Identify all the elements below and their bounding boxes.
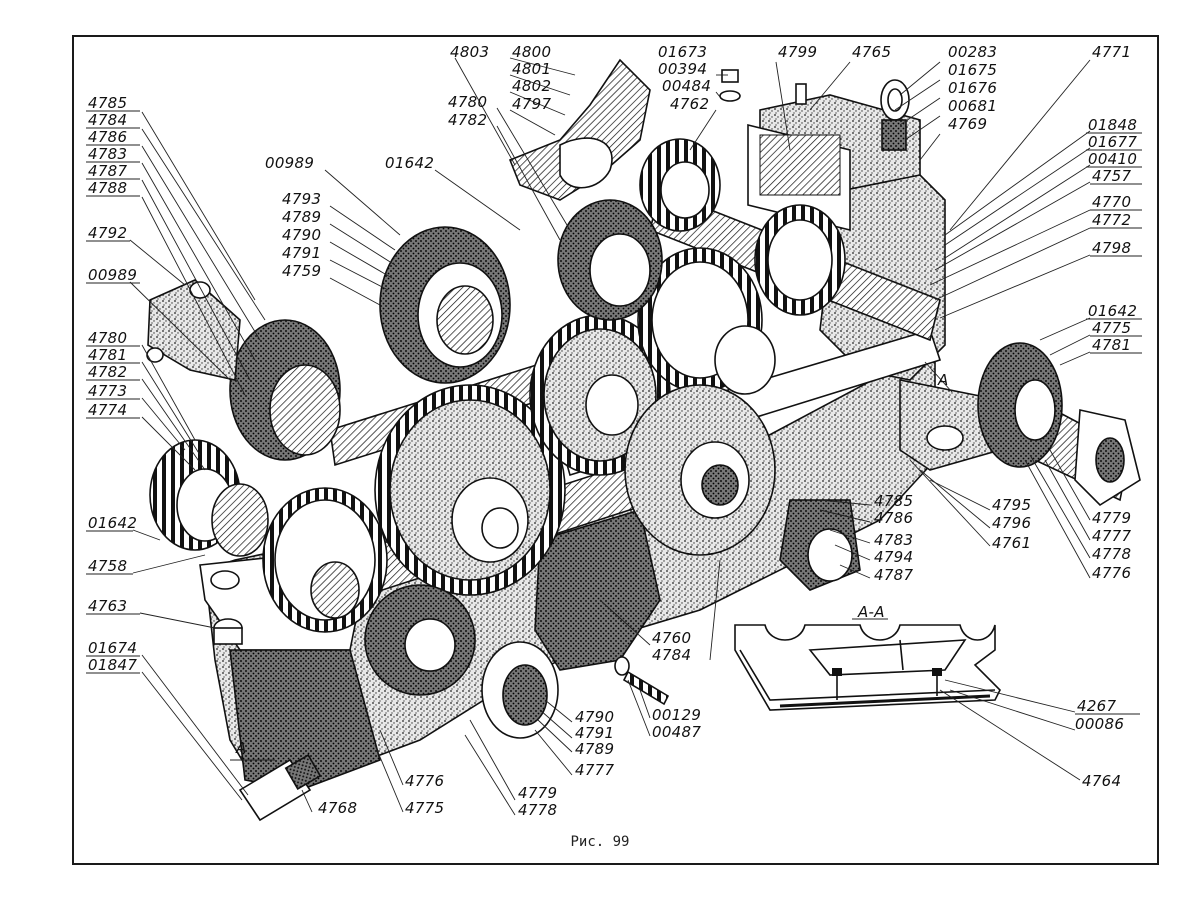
part-label: 00283 (948, 43, 997, 61)
part-label: 4769 (948, 115, 987, 133)
part-label: 4785 (874, 492, 913, 510)
leader-lines (129, 57, 1091, 816)
part-label: 4779 (518, 784, 557, 802)
part-label: 4790 (575, 708, 614, 726)
part-label: 4757 (1092, 167, 1132, 185)
part-label: 4781 (1092, 336, 1131, 354)
section-mark-left: А (235, 739, 247, 757)
part-label: 4787 (874, 566, 914, 584)
part-label: 4762 (670, 95, 709, 113)
part-label: 4789 (282, 208, 321, 226)
part-label: 4795 (992, 496, 1031, 514)
part-label: 4803 (450, 43, 489, 61)
section-markers: А А А-А (230, 361, 953, 761)
part-label: 00410 (1088, 150, 1137, 168)
part-label: 4791 (282, 244, 321, 262)
part-label: 4783 (88, 145, 127, 163)
part-label: 4764 (1082, 772, 1121, 790)
part-label: 01847 (88, 656, 137, 674)
drawing-frame (72, 35, 1159, 865)
part-label: 4789 (575, 740, 614, 758)
part-label: 00989 (88, 266, 137, 284)
part-label: 00487 (652, 723, 701, 741)
part-label: 4267 (1077, 697, 1117, 715)
part-label: 4790 (282, 226, 321, 244)
part-label: 4799 (778, 43, 817, 61)
part-label: 4760 (652, 629, 691, 647)
label-underlines (86, 110, 1142, 715)
part-label: 4782 (88, 363, 127, 381)
part-label: 00394 (658, 60, 707, 78)
part-label: 4802 (512, 77, 551, 95)
part-label: 4778 (1092, 545, 1131, 563)
part-label: 4768 (318, 799, 357, 817)
part-labels: 4785 4784 4786 4783 4787 4788 4792 00989… (88, 43, 1137, 819)
part-label: 4786 (874, 509, 913, 527)
part-label: 4784 (652, 646, 691, 664)
part-label: 01675 (948, 61, 997, 79)
part-label: 00086 (1075, 715, 1124, 733)
part-label: 01642 (385, 154, 434, 172)
part-label: 01642 (88, 514, 137, 532)
part-label: 4776 (1092, 564, 1131, 582)
part-label: 4775 (1092, 319, 1131, 337)
figure-caption: Рис. 99 (570, 834, 630, 850)
part-label: 00989 (265, 154, 314, 172)
part-label: 4761 (992, 534, 1031, 552)
part-label: 4773 (88, 382, 127, 400)
part-label: 4798 (1092, 239, 1131, 257)
part-label: 4775 (405, 799, 444, 817)
part-label: 4791 (575, 724, 614, 742)
part-label: 4794 (874, 548, 913, 566)
part-label: 4777 (1092, 527, 1132, 545)
part-label: 4785 (88, 94, 127, 112)
part-label: 4786 (88, 128, 127, 146)
section-title: А-А (857, 603, 885, 621)
part-label: 4801 (512, 60, 551, 78)
part-label: 4776 (405, 772, 444, 790)
part-label: 4780 (448, 93, 487, 111)
part-label: 01642 (1088, 302, 1137, 320)
part-label: 01848 (1088, 116, 1137, 134)
part-label: 4796 (992, 514, 1031, 532)
part-label: 4777 (575, 761, 615, 779)
part-label: 4772 (1092, 211, 1131, 229)
section-mark-right: А (937, 371, 949, 389)
gears (146, 58, 1141, 739)
part-label: 01673 (658, 43, 707, 61)
part-label: 00681 (948, 97, 997, 115)
part-label: 4782 (448, 111, 487, 129)
part-label: 00129 (652, 706, 701, 724)
part-label: 4781 (88, 346, 127, 364)
part-label: 4792 (88, 224, 127, 242)
part-label: 4778 (518, 801, 557, 819)
part-label: 4800 (512, 43, 551, 61)
part-label: 4787 (88, 162, 128, 180)
part-label: 4774 (88, 401, 127, 419)
part-label: 4780 (88, 329, 127, 347)
part-label: 4759 (282, 262, 321, 280)
part-label: 4793 (282, 190, 321, 208)
part-label: 4783 (874, 531, 913, 549)
part-label: 4763 (88, 597, 127, 615)
part-label: 4765 (852, 43, 891, 61)
part-label: 4770 (1092, 193, 1131, 211)
part-label: 4797 (512, 95, 552, 113)
part-label: 4771 (1092, 43, 1131, 61)
part-label: 4779 (1092, 509, 1131, 527)
part-label: 4784 (88, 111, 127, 129)
part-label: 01676 (948, 79, 997, 97)
part-label: 01677 (1088, 133, 1137, 151)
part-label: 4788 (88, 179, 127, 197)
part-label: 01674 (88, 639, 137, 657)
part-label: 00484 (662, 77, 711, 95)
part-label: 4758 (88, 557, 127, 575)
section-view (734, 624, 1001, 711)
